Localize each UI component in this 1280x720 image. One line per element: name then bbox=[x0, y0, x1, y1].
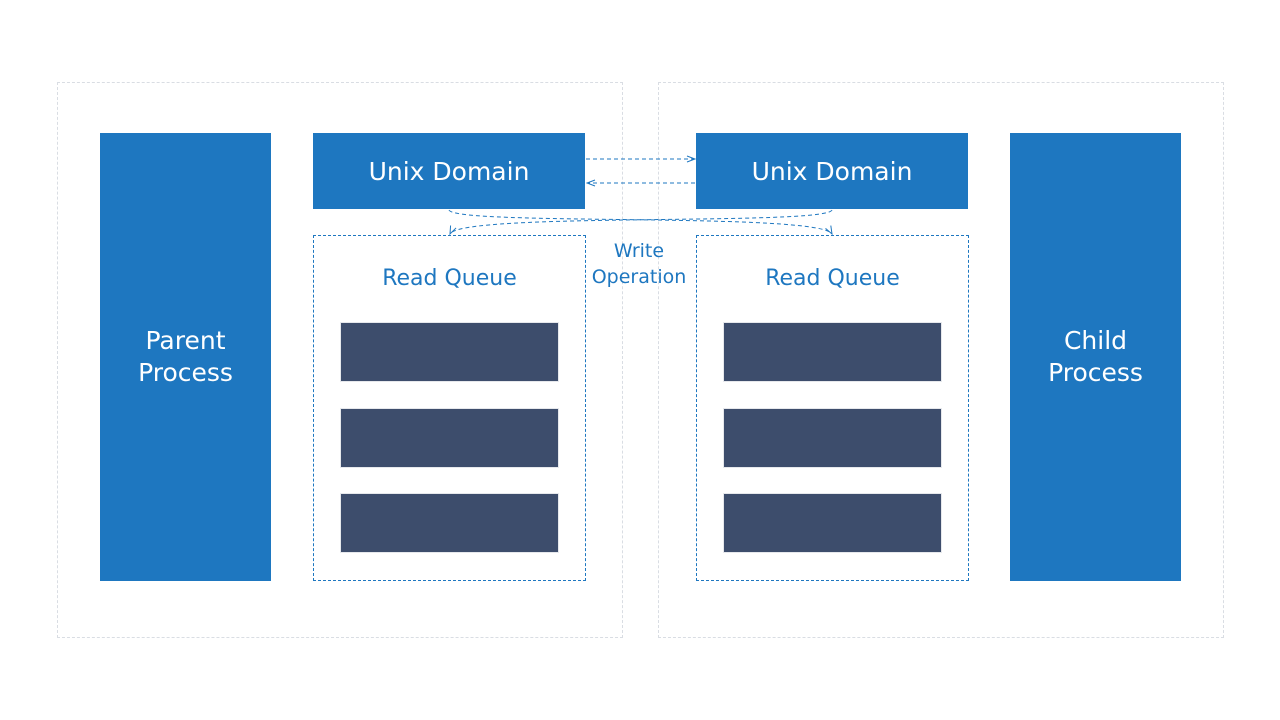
child-queue-slot-3 bbox=[723, 493, 942, 553]
parent-read-queue-title: Read Queue bbox=[382, 266, 517, 291]
parent-queue-slot-1 bbox=[340, 322, 559, 382]
child-queue-slot-1 bbox=[723, 322, 942, 382]
child-side-frame bbox=[658, 82, 1224, 638]
parent-queue-slot-2 bbox=[340, 408, 559, 468]
child-read-queue: Read Queue bbox=[696, 235, 969, 581]
child-read-queue-title: Read Queue bbox=[765, 266, 900, 291]
parent-queue-slot-3 bbox=[340, 493, 559, 553]
write-operation-label: Write Operation bbox=[591, 240, 687, 288]
parent-socket-label: Unix Domain bbox=[368, 156, 530, 186]
child-socket-label: Unix Domain bbox=[751, 156, 913, 186]
parent-process-box: Parent Process bbox=[100, 133, 271, 581]
child-process-box: Child Process bbox=[1010, 133, 1181, 581]
child-queue-slot-2 bbox=[723, 408, 942, 468]
child-unix-domain-socket: Unix Domain bbox=[696, 133, 968, 209]
parent-read-queue: Read Queue bbox=[313, 235, 586, 581]
parent-side-frame bbox=[57, 82, 623, 638]
parent-unix-domain-socket: Unix Domain bbox=[313, 133, 585, 209]
child-write-arrow bbox=[450, 209, 833, 234]
child-process-label: Child Process bbox=[1048, 326, 1143, 387]
parent-process-label: Parent Process bbox=[138, 326, 233, 387]
parent-write-arrow bbox=[448, 209, 832, 234]
